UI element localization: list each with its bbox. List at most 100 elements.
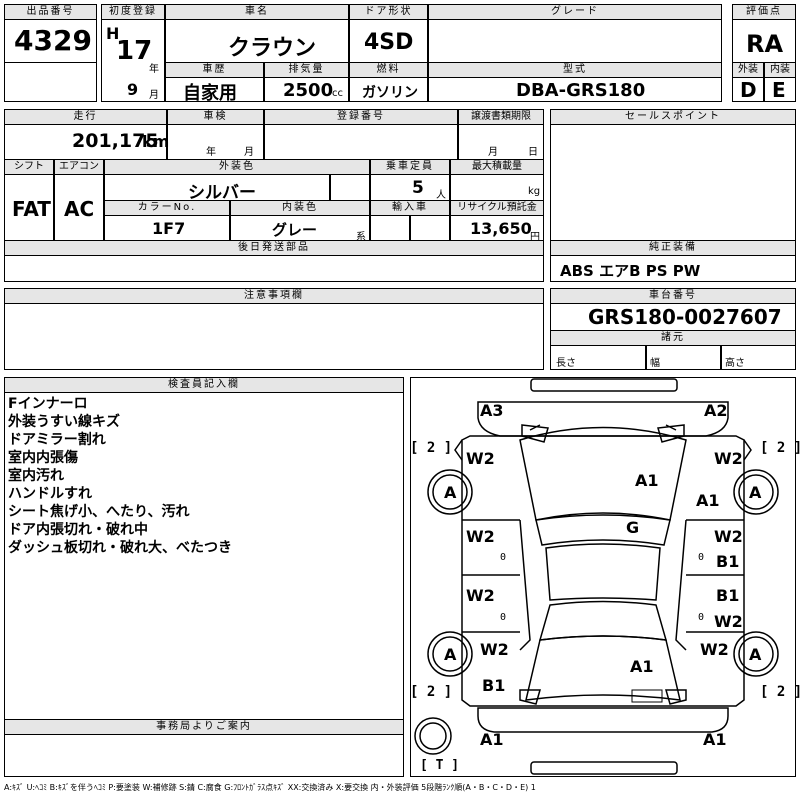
mileage-value: 201,175 [72, 130, 159, 152]
damage-rear-left-wheel: A [444, 645, 457, 664]
genuine-equipment-cell [550, 255, 796, 282]
damage-rear-left-door: W2 [466, 586, 495, 605]
km-unit: km [142, 132, 170, 151]
inspector-note-line: 室内汚れ [8, 468, 64, 484]
inspector-note-line: 室内内張傷 [8, 450, 78, 466]
inspector-note-line: ダッシュ板切れ・破れ大、べたつき [8, 540, 232, 556]
door-type: 4SD [364, 30, 414, 55]
history-cell [165, 77, 264, 102]
damage-front-right-fender: W2 [714, 449, 743, 468]
interior-color-value: グレー [272, 221, 318, 239]
damage-rear-right-fender: W2 [700, 640, 729, 659]
office-notice-cell [4, 734, 404, 777]
damage-hood: A1 [635, 471, 659, 490]
damage-front-right-side: A1 [696, 491, 720, 510]
capacity-value: 5 [412, 178, 424, 198]
fuel-value: ガソリン [362, 85, 418, 101]
damage-front-left-wheel: A [444, 483, 457, 502]
first-registration-cell [101, 19, 165, 102]
recycle-label: リサイクル預託金 [450, 200, 544, 216]
year-unit: 年 [149, 64, 159, 75]
spare-tire-label: [ T ] [420, 758, 460, 773]
model-value: DBA-GRS180 [516, 80, 646, 101]
later-parts-cell [4, 255, 544, 282]
shift-label: シフト [4, 159, 54, 175]
chassis-number-value: GRS180-0027607 [588, 305, 782, 329]
length-label: 長さ [556, 358, 576, 369]
bracket-rear-left: [ 2 ] [410, 684, 453, 700]
color-number-value: 1F7 [152, 219, 186, 238]
shift-value: FAT [12, 197, 51, 221]
inspector-note-line: 外装うすい線キズ [8, 414, 120, 430]
month-unit: 月 [149, 90, 159, 101]
interior-grade: E [772, 78, 786, 102]
damage-rear-right-door: W2 [714, 612, 743, 631]
damage-trunk: A1 [630, 657, 654, 676]
inspector-note-line: シート焦げ小、へたり、汚れ [8, 504, 190, 520]
width-label: 幅 [650, 358, 660, 369]
kei-unit: 系 [356, 232, 366, 243]
damage-rear-left-bumper: A1 [480, 730, 504, 749]
mark-right-zero-1: 0 [698, 552, 705, 563]
registration-year: 17 [116, 36, 153, 66]
person-unit: 人 [436, 190, 446, 201]
damage-rear-right-door-b1: B1 [716, 586, 740, 605]
era-letter: H [106, 24, 120, 43]
registration-month: 9 [127, 80, 139, 99]
damage-rear-left-fender: W2 [480, 640, 509, 659]
inspector-note-line: ドアミラー割れ [8, 432, 106, 448]
damage-front-left-fender: W2 [466, 449, 495, 468]
interior-cell [764, 77, 796, 102]
height-cell [721, 345, 796, 370]
genuine-equipment-value: ABS エアB PS PW [560, 262, 701, 280]
recycle-value: 13,650 [470, 219, 532, 238]
mark-right-zero-2: 0 [698, 612, 705, 623]
inspector-note-line: Fインナーロ [8, 396, 88, 412]
inspector-note-line: ハンドルすれ [8, 486, 92, 502]
length-cell [550, 345, 646, 370]
damage-rear-right-wheel: A [749, 645, 762, 664]
damage-diagram-frame [410, 377, 796, 777]
damage-windshield: G [626, 518, 640, 537]
width-cell [646, 345, 721, 370]
mark-left-zero-1: 0 [500, 552, 507, 563]
kg-unit: kg [528, 186, 541, 197]
damage-front-right-bumper: A2 [704, 401, 728, 420]
lot-number: 4329 [14, 24, 92, 57]
damage-front-right-door: W2 [714, 527, 743, 546]
transfer-day-unit: 日 [528, 147, 538, 158]
transfer-month-unit: 月 [488, 147, 498, 158]
fuel-cell [349, 77, 428, 102]
exterior-grade: D [740, 78, 757, 102]
height-label: 高さ [725, 358, 745, 369]
inspector-notes-list: Fインナーロ外装うすい線キズドアミラー割れ室内内張傷室内汚れハンドルすれシート焦… [8, 395, 232, 557]
car-name: クラウン [228, 36, 317, 61]
displacement-cell [264, 77, 349, 102]
history-value: 自家用 [183, 83, 237, 104]
inspection-month-unit: 月 [244, 147, 254, 158]
lot-blank-cell [4, 62, 97, 102]
damage-right-door-b1: B1 [716, 552, 740, 571]
inspector-note-line: ドア内張切れ・破れ中 [8, 522, 148, 538]
yen-unit: 円 [530, 232, 540, 243]
score-value: RA [746, 30, 784, 58]
damage-rear-left-b1: B1 [482, 676, 506, 695]
legend-footer: A:ｷｽﾞ U:ﾍｺﾐ B:ｷｽﾞを伴うﾍｺﾐ P:要塗装 W:補修跡 S:錆 … [4, 783, 536, 792]
caution-cell [4, 303, 544, 370]
exterior-cell [732, 77, 764, 102]
exterior-color-value: シルバー [188, 183, 256, 203]
damage-front-right-wheel: A [749, 483, 762, 502]
cc-unit: cc [332, 88, 343, 99]
displacement-value: 2500 [283, 80, 334, 101]
mark-left-zero-2: 0 [500, 612, 507, 623]
bracket-front-right: [ 2 ] [760, 440, 800, 456]
ac-value: AC [64, 197, 95, 221]
damage-rear-right-bumper: A1 [703, 730, 727, 749]
damage-front-left-door: W2 [466, 527, 495, 546]
bracket-front-left: [ 2 ] [410, 440, 453, 456]
damage-front-left-bumper: A3 [480, 401, 504, 420]
bracket-rear-right: [ 2 ] [760, 684, 800, 700]
model-cell [428, 77, 722, 102]
inspection-year-unit: 年 [206, 147, 216, 158]
